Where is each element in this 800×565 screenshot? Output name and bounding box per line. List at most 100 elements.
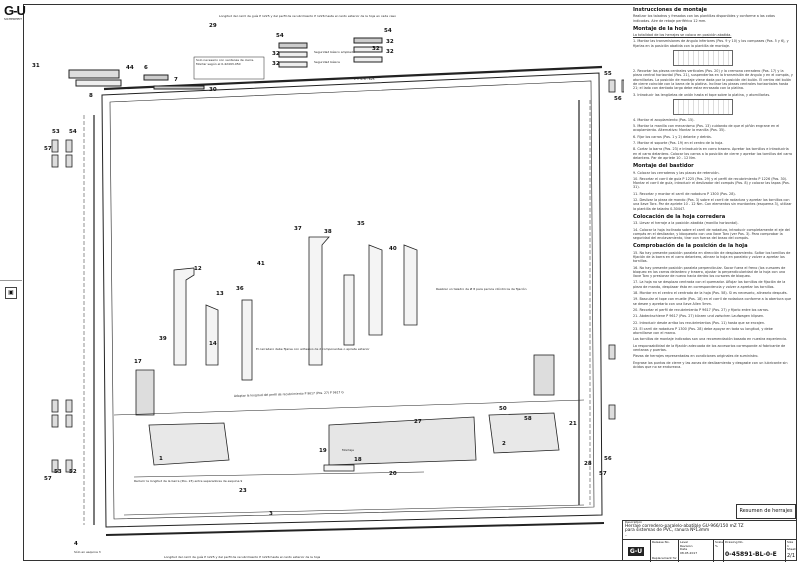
part-callout: 57 <box>599 471 607 477</box>
part-callout: 39 <box>159 336 167 342</box>
part-30 <box>75 79 122 87</box>
scale-value: % <box>715 543 718 548</box>
part-callout: 27 <box>414 419 422 425</box>
step: 10. Recortar el carril de guía P 1225 (P… <box>633 176 790 190</box>
sash-frame-inner <box>109 80 595 520</box>
level-label: Level <box>680 540 688 544</box>
dim-middle-label: Adaptar la longitud del perfil de recubr… <box>234 390 345 398</box>
note: Los tornillos de montaje indicados son u… <box>633 337 788 342</box>
step: 22. Introducir desde arriba los recubrim… <box>633 320 766 325</box>
part-callout: 41 <box>257 261 265 267</box>
intro-text: Realizar los taladros y fresados con las… <box>633 14 775 23</box>
part-callout: 12 <box>194 266 202 272</box>
dim-top-label: Longitud del carril de guía P 1225 y del… <box>219 14 396 18</box>
step-figure <box>673 50 733 67</box>
part-callout: 32 <box>386 49 394 55</box>
part-callout: 55 <box>604 71 612 77</box>
part-callout: 13 <box>216 291 224 297</box>
handle-37a <box>308 236 330 366</box>
part-callout: 4 <box>74 541 78 547</box>
part-callout: 53 <box>52 129 60 135</box>
part-callout: 23 <box>239 488 247 494</box>
revision-label: Revision <box>680 543 693 548</box>
step: 12. Deslizar la pieza de mando (Pos. 3) … <box>633 198 792 211</box>
summary-label: Resumen de herrajes <box>736 504 796 519</box>
heading-instructions: Instrucciones de montaje <box>633 7 708 13</box>
step: 8. Cortar la barra (Pos. 23) e introduci… <box>633 147 793 160</box>
drawing-number: 0-45891-BL-0-E <box>725 551 777 558</box>
gu-logo: G-U <box>4 3 26 18</box>
step: 19. Bascular el tope con muelle (Pos. 18… <box>633 297 792 306</box>
heading-placement: Colocación de la hoja corredera <box>633 213 726 220</box>
step: 18. Montar en el centro el centrado de l… <box>633 291 788 296</box>
title-block: Description Herraje corredero-paralelo-a… <box>622 520 797 562</box>
note: Piezas de herrajes representadas en cond… <box>633 354 759 359</box>
part-6 <box>143 74 169 81</box>
part-callout: 8 <box>89 93 93 99</box>
part-7 <box>153 85 205 90</box>
dim-bottom-label: Longitud del carril de guía P 1225 y del… <box>164 555 320 559</box>
step: 6. Fijar los carros (Pos. 1 y 2) delante… <box>633 134 712 139</box>
lock-36 <box>343 274 355 346</box>
note-box-text: Solo necesario con ventanas de cierre. M… <box>196 58 255 66</box>
part-callout: 18 <box>354 457 362 463</box>
note-box <box>193 56 265 80</box>
replaced-label: Replacement for <box>652 556 677 561</box>
part-callout: 44 <box>126 65 134 71</box>
margin-strip <box>0 280 22 340</box>
guide-rail-top <box>103 65 603 91</box>
heading-sash: Montaje de la hoja <box>633 25 688 32</box>
step: 14. Colocar la hoja inclinada sobre el c… <box>633 227 790 241</box>
sheet-value: 2/1 <box>787 553 796 559</box>
date-label: Date <box>680 547 688 552</box>
margin-logo-icon: ▣ <box>5 287 17 299</box>
step: 9. Colocar los cerraderos y las placas d… <box>633 170 720 175</box>
part-callout: 54 <box>69 129 77 135</box>
part-32d <box>353 56 383 63</box>
handle-13 <box>205 304 219 366</box>
security-basic-label: Seguridad básica <box>314 60 340 64</box>
part-callout: 19 <box>319 448 327 454</box>
corner-note: Sólo en esquina 3 <box>74 550 101 554</box>
part-callout: 6 <box>144 65 148 71</box>
step: 5. Montar la manilla con mecanismo (Pos.… <box>633 124 780 133</box>
release-label: Release No. <box>652 540 670 544</box>
part-callout: 32 <box>386 39 394 45</box>
step: 11. Recortar y montar el carril de rodad… <box>633 191 736 196</box>
heading-frame: Montaje del bastidor <box>633 163 694 170</box>
running-rail-bottom <box>105 522 605 536</box>
part-callout: 57 <box>44 146 52 152</box>
part-54a <box>278 42 308 49</box>
lock-note: El cerradero debe fijarse con adhesivo d… <box>256 347 370 351</box>
drill-note: Realizar un taladro de Ø 8 para pernos c… <box>436 286 527 291</box>
handle-37b <box>403 244 418 326</box>
part-callout: 2 <box>502 441 506 447</box>
step: 23. El carril de rodadura P 1300 (Pos. 2… <box>633 326 773 336</box>
part-callout: 54 <box>276 33 284 39</box>
part-callout: 32 <box>372 46 380 52</box>
sash-note: La totalidad de los herrajes se coloca e… <box>633 33 732 38</box>
size-value: 1 <box>787 543 789 548</box>
scale-label: Scale <box>715 540 724 544</box>
description-line-2: para sistemas de PVC, ranura Nº13mm <box>625 528 710 534</box>
part-callout: 56 <box>614 96 622 102</box>
part-32a <box>278 51 308 58</box>
sash-frame-outline <box>101 72 603 528</box>
step: 15. No hay presente posición paralela en… <box>633 250 791 264</box>
dim-lower-label: Reducir la longitud de la barra (Pos. 23… <box>134 479 242 483</box>
part-callout: 58 <box>524 416 532 422</box>
step: 1. Montar las transmisiones de ángulo in… <box>633 39 789 48</box>
part-29 <box>68 69 120 79</box>
part-callout: 20 <box>389 471 397 477</box>
part-callout: 53 <box>54 469 62 475</box>
security-extended-label: Seguridad básico ampliada <box>314 50 355 54</box>
part-callout: 40 <box>389 246 397 252</box>
part-callout: 36 <box>236 286 244 292</box>
handle-17 <box>135 369 155 416</box>
part-callout: 1 <box>159 456 163 462</box>
step: 21. Abdeckschiene P 9617 (Pos. 27) kürze… <box>633 314 765 319</box>
step: 3. Introducir las lengüetas de unión has… <box>633 92 771 97</box>
step-figure <box>673 98 733 115</box>
